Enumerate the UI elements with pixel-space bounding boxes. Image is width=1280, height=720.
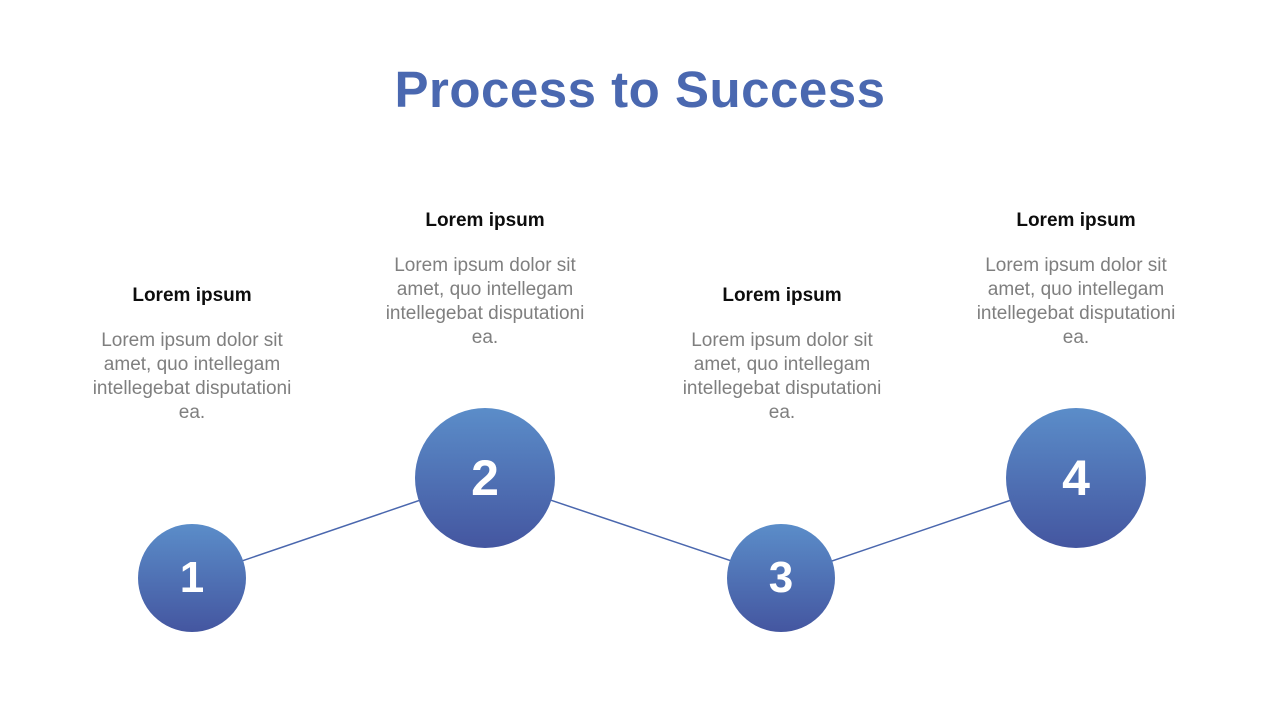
- step-1-heading: Lorem ipsum: [132, 285, 252, 306]
- step-1-circle: 1: [138, 524, 246, 632]
- step-3-text-block: Lorem ipsum Lorem ipsum dolor sit amet, …: [679, 285, 885, 425]
- step-3-heading: Lorem ipsum: [722, 285, 842, 306]
- step-1-body: Lorem ipsum dolor sit amet, quo intelleg…: [92, 330, 292, 423]
- step-2-text-block: Lorem ipsum Lorem ipsum dolor sit amet, …: [382, 210, 588, 350]
- step-3-number: 3: [768, 553, 794, 602]
- step-2-body: Lorem ipsum dolor sit amet, quo intelleg…: [385, 255, 585, 348]
- step-4-text-block: Lorem ipsum Lorem ipsum dolor sit amet, …: [973, 210, 1179, 350]
- step-4-body: Lorem ipsum dolor sit amet, quo intelleg…: [976, 255, 1176, 348]
- step-4-number: 4: [1062, 450, 1090, 506]
- step-1-number: 1: [179, 553, 205, 602]
- step-2-heading: Lorem ipsum: [425, 210, 545, 231]
- step-4-circle: 4: [1006, 408, 1146, 548]
- step-3-body: Lorem ipsum dolor sit amet, quo intelleg…: [682, 330, 882, 423]
- step-3-circle: 3: [727, 524, 835, 632]
- slide-title: Process to Success: [394, 61, 886, 118]
- step-1-text-block: Lorem ipsum Lorem ipsum dolor sit amet, …: [89, 285, 295, 425]
- step-2-circle: 2: [415, 408, 555, 548]
- step-4-heading: Lorem ipsum: [1016, 210, 1136, 231]
- step-2-number: 2: [471, 450, 499, 506]
